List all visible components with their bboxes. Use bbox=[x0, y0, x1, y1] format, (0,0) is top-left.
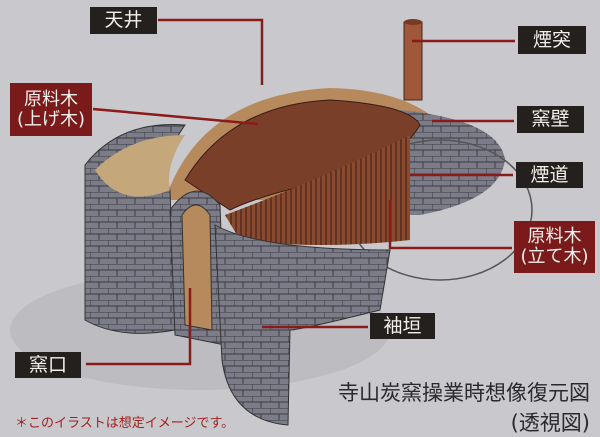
footnote: ＊このイラストは想定イメージです。 bbox=[15, 416, 235, 431]
title-line-1: 寺山炭窯操業時想像復元図 bbox=[338, 381, 590, 405]
right-wing-wall bbox=[214, 224, 391, 426]
raw-wood-top bbox=[184, 99, 421, 211]
label-text: (上げ木) bbox=[16, 108, 86, 130]
label-text: 煙道 bbox=[530, 163, 569, 186]
label-text: 原料木 bbox=[527, 226, 582, 248]
label-text: 原料木 bbox=[24, 88, 78, 110]
label-text: 天井 bbox=[104, 9, 143, 32]
raw-wood-standing bbox=[225, 135, 410, 245]
label-kiln-wall: 窯壁 bbox=[517, 106, 584, 133]
label-text: 袖垣 bbox=[383, 314, 422, 337]
label-wing-wall: 袖垣 bbox=[370, 313, 435, 339]
label-chimney: 煙突 bbox=[518, 26, 586, 54]
label-raw-wood-standing: 原料木 (立て木) bbox=[514, 221, 595, 273]
kiln-wall bbox=[400, 110, 505, 215]
label-flue: 煙道 bbox=[516, 162, 583, 188]
label-text: 窯口 bbox=[28, 353, 67, 376]
label-text: 煙突 bbox=[532, 28, 571, 51]
diagram-title: 寺山炭窯操業時想像復元図 (透視図) bbox=[300, 377, 590, 437]
label-ceiling: 天井 bbox=[90, 7, 157, 34]
label-text: (立て木) bbox=[520, 246, 589, 267]
label-raw-wood-top: 原料木 (上げ木) bbox=[10, 83, 92, 136]
title-line-2: (透視図) bbox=[510, 411, 590, 435]
label-kiln-mouth: 窯口 bbox=[15, 352, 81, 378]
chimney bbox=[403, 21, 423, 101]
leader-lines bbox=[86, 18, 515, 366]
label-text: 窯壁 bbox=[531, 108, 570, 131]
